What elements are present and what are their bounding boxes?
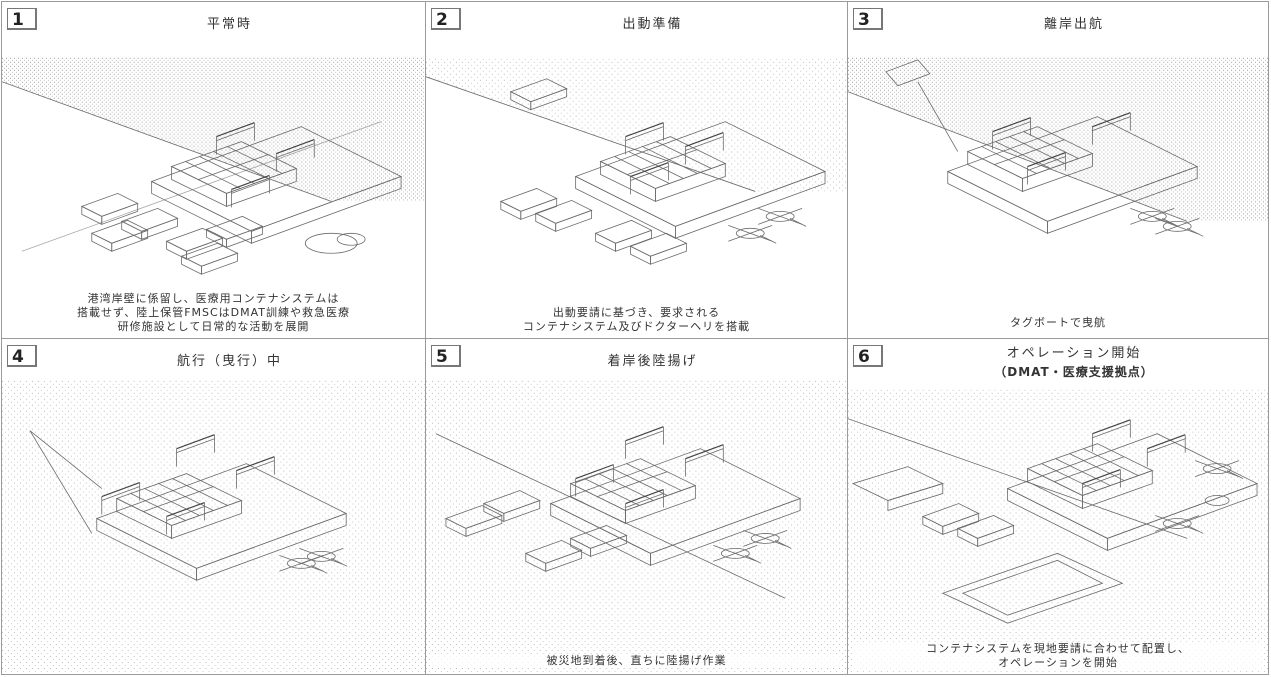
step-title: オペレーション開始 （DMAT・医療支援拠点） xyxy=(888,345,1260,381)
caption-line: 搭載せず、陸上保管FMSCはDMAT訓練や救急医療 xyxy=(76,306,351,319)
panel-6: 6 オペレーション開始 （DMAT・医療支援拠点） コンテナシステムを現地要請に… xyxy=(847,338,1269,675)
caption-line: 研修施設として日常的な活動を展開 xyxy=(117,320,310,333)
caption-line: 港湾岸壁に係留し、医療用コンテナシステムは xyxy=(87,292,340,305)
scene-2-illustration xyxy=(426,56,847,265)
step-number: 6 xyxy=(853,345,883,367)
step-title: 着岸後陸揚げ xyxy=(607,354,698,369)
panel-3: 3 離岸出航 タグボートで曳航 xyxy=(847,1,1269,339)
step-caption: 被災地到着後、直ちに陸揚げ作業 xyxy=(432,654,841,668)
step-title-sub: （DMAT・医療支援拠点） xyxy=(994,365,1154,379)
step-number: 1 xyxy=(7,8,37,30)
step-caption: コンテナシステムを現地要請に合わせて配置し、 オペレーションを開始 xyxy=(854,642,1262,670)
step-caption: タグボートで曳航 xyxy=(854,316,1262,330)
step-title: 平常時 xyxy=(206,17,252,32)
step-title: 航行（曳行）中 xyxy=(176,354,282,369)
scene-3-illustration xyxy=(848,56,1268,237)
step-number: 3 xyxy=(853,8,883,30)
panel-1: 1 平常時 港湾岸壁に係留し、医療用コンテナシステムは 搭載せず、陸上保管FMS… xyxy=(1,1,426,339)
scene-4-illustration xyxy=(2,378,425,674)
scene-1-illustration xyxy=(2,56,425,275)
scene-5-illustration xyxy=(426,378,847,674)
panel-4: 4 航行（曳行）中 xyxy=(1,338,426,675)
step-number: 5 xyxy=(431,345,461,367)
step-number: 4 xyxy=(7,345,37,367)
step-caption: 港湾岸壁に係留し、医療用コンテナシステムは 搭載せず、陸上保管FMSCはDMAT… xyxy=(8,292,419,334)
caption-line: オペレーションを開始 xyxy=(998,656,1118,669)
caption-line: コンテナシステムを現地要請に合わせて配置し、 xyxy=(926,642,1190,655)
panel-2: 2 出動準備 出動要請に基づき、要求される コンテナシステム及びドクターヘリを搭… xyxy=(425,1,848,339)
step-title: 離岸出航 xyxy=(1043,17,1104,32)
caption-line: 被災地到着後、直ちに陸揚げ作業 xyxy=(546,654,727,667)
panel-5: 5 着岸後陸揚げ 被災地到着後、直ちに陸揚げ作業 xyxy=(425,338,848,675)
step-title-main: オペレーション開始 xyxy=(1006,346,1142,361)
caption-line: コンテナシステム及びドクターヘリを搭載 xyxy=(522,320,751,333)
caption-line: タグボートで曳航 xyxy=(1010,316,1106,329)
caption-line: 出動要請に基づき、要求される xyxy=(552,306,721,319)
step-caption: 出動要請に基づき、要求される コンテナシステム及びドクターヘリを搭載 xyxy=(432,306,841,334)
scene-6-illustration xyxy=(848,388,1268,674)
step-title: 出動準備 xyxy=(622,17,683,32)
step-number: 2 xyxy=(431,8,461,30)
